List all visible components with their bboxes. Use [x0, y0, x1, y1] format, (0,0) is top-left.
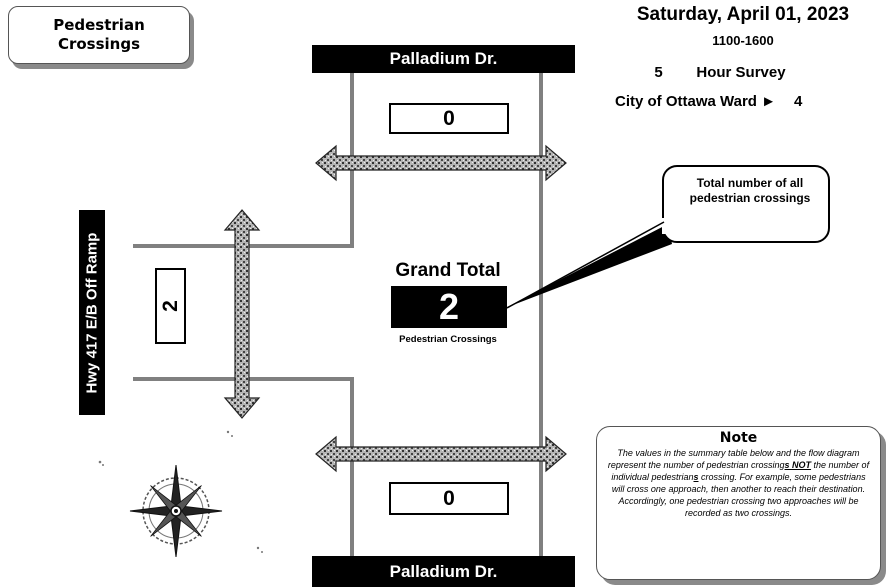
title-line-2: Crossings [57, 35, 141, 53]
grand-total-sublabel: Pedestrian Crossings [399, 334, 497, 345]
note-text: The values in the summary table below an… [597, 446, 880, 519]
road-edge-north-west [133, 73, 354, 248]
count-west: 2 [155, 268, 186, 344]
ward-number: 4 [793, 93, 803, 110]
count-west-value: 2 [158, 300, 182, 312]
note-text-emphasis-1: s NOT [784, 460, 812, 470]
survey-duration: 5 Hour Survey [620, 64, 820, 81]
road-lines [133, 73, 543, 556]
street-label-west: Hwy 417 E/B Off Ramp [79, 210, 105, 415]
survey-label: Hour Survey [696, 64, 786, 81]
note-text-part-3: crossing. For example, some pedestrians … [611, 472, 866, 518]
note-text-emphasis-2: s [693, 472, 699, 482]
crosswalk-south-arrow [315, 435, 567, 473]
decorative-marks [98, 430, 263, 553]
note-box: Note The values in the summary table bel… [596, 426, 881, 580]
title-box: Pedestrian Crossings [8, 6, 190, 64]
survey-date: Saturday, April 01, 2023 [636, 4, 850, 25]
grand-total-label: Grand Total [395, 260, 501, 281]
street-label-west-text: Hwy 417 E/B Off Ramp [83, 232, 101, 393]
callout-text: Total number of all pedestrian crossings [689, 176, 811, 205]
survey-time-range: 1100-1600 [712, 33, 774, 48]
ward-label: City of Ottawa Ward ► [615, 93, 776, 110]
note-title: Note [719, 430, 758, 446]
grand-total-value: 2 [391, 286, 507, 328]
street-label-south: Palladium Dr. [312, 556, 575, 587]
survey-hours: 5 [654, 64, 663, 81]
title-line-1: Pedestrian [53, 16, 145, 34]
callout-bubble [505, 165, 830, 309]
ward-info: City of Ottawa Ward ► 4 [615, 93, 875, 110]
note-text-part-1: The values in the summary table below an… [607, 448, 860, 470]
crosswalk-north-arrow [315, 144, 567, 182]
compass-rose-icon [129, 464, 223, 558]
crosswalk-west-arrow [223, 209, 261, 419]
note-text-part-2: the number of individual pedestrian [611, 460, 870, 482]
street-label-north: Palladium Dr. [312, 45, 575, 73]
count-south: 0 [389, 482, 509, 515]
count-north: 0 [389, 103, 509, 134]
road-edge-south-west [133, 377, 354, 556]
